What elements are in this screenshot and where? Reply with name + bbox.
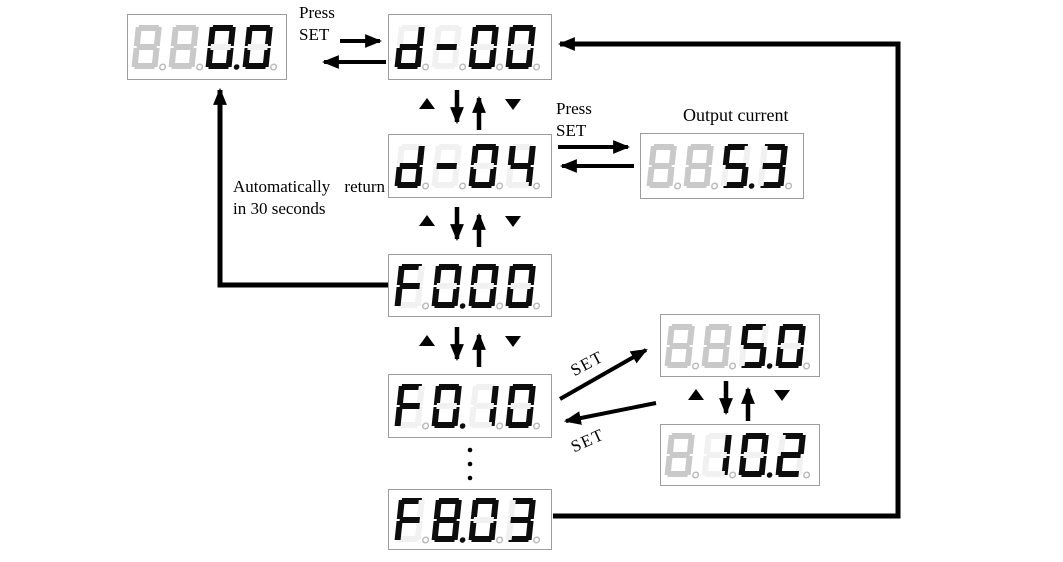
up-down-keys-icon (419, 207, 521, 247)
ellipsis-dots (467, 447, 473, 481)
return-loop-arrow (553, 37, 901, 519)
display-output-current (640, 133, 804, 199)
output-current-label: Output current (683, 105, 789, 125)
press-set-line2: SET (299, 25, 330, 45)
set-diagonal-up-arrow (559, 348, 648, 401)
auto-return-arrow (213, 87, 388, 288)
auto-return-label: Automatically return in 30 seconds (233, 177, 385, 219)
display-value-5-0 (660, 314, 820, 377)
press-set-line1: Press (299, 3, 335, 22)
press-set-line2: SET (556, 121, 587, 141)
press-set-label: Press SET (556, 98, 592, 142)
display-d-00 (388, 14, 552, 80)
press-set-line1: Press (556, 99, 592, 118)
display-value-10-2 (660, 424, 820, 486)
press-set-label: Press SET (299, 2, 335, 46)
set-diagonal-down-arrow (563, 401, 657, 425)
up-down-keys-icon (419, 327, 521, 367)
up-down-keys-icon (688, 381, 790, 421)
display-f0-10 (388, 374, 552, 438)
display-home (127, 14, 287, 80)
display-d-04 (388, 134, 552, 198)
display-f8-03 (388, 489, 552, 550)
up-down-keys-icon (419, 90, 521, 130)
display-f0-00 (388, 254, 552, 317)
